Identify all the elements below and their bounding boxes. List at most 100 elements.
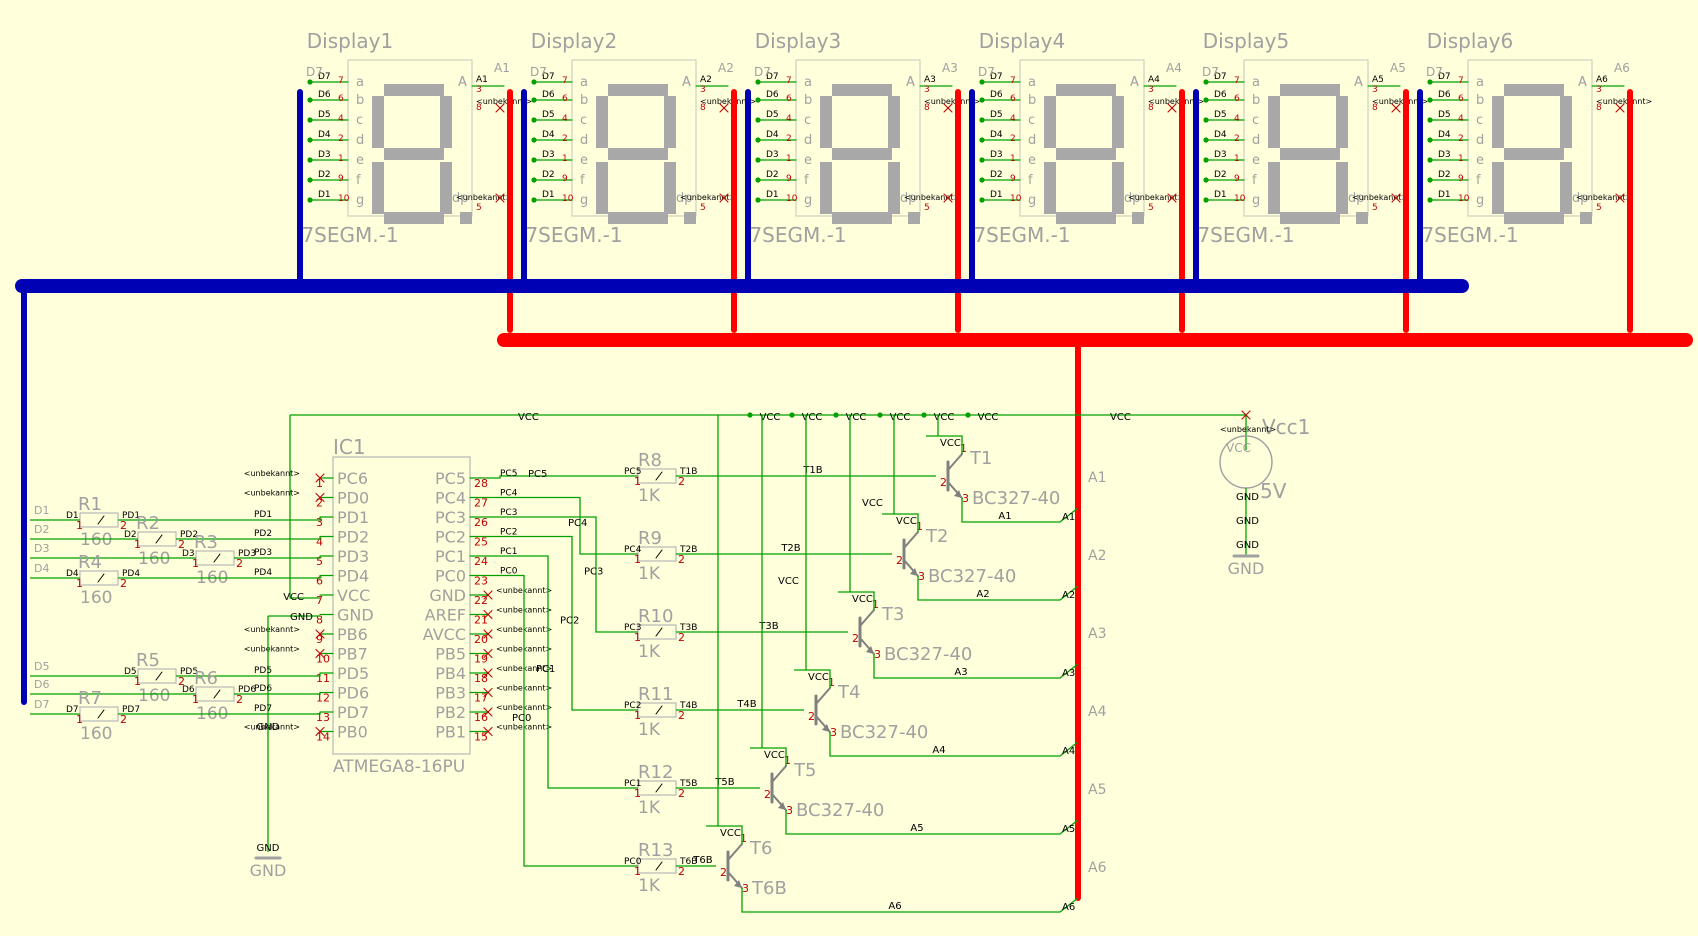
segment-pin-net: D6 — [990, 90, 1003, 100]
ic-right-pin-name: PB1 — [435, 723, 466, 742]
resistor-pin-number: 2 — [120, 577, 127, 590]
segment-pin-number: 2 — [1010, 134, 1016, 144]
resistor-check — [97, 709, 105, 719]
segment-g — [1504, 148, 1564, 160]
segment-label: a — [1252, 75, 1260, 90]
transistor-pin-number: 3 — [786, 804, 793, 817]
segment-label: c — [804, 113, 811, 128]
bus-entry-net: A5 — [1062, 824, 1075, 835]
segment-pin-net: D6 — [1214, 90, 1227, 100]
transistor-pin-number: 3 — [918, 570, 925, 583]
transistor-emitter — [947, 453, 963, 471]
anode-pin-net: A6 — [1596, 75, 1608, 85]
segment-label: f — [1476, 173, 1481, 188]
ic-right-pin-name: PB4 — [435, 664, 466, 683]
segment-pin-net: D4 — [318, 130, 331, 140]
segment-label: g — [356, 193, 364, 208]
ic-right-pin-number: 20 — [474, 633, 488, 646]
nc-cross — [1615, 103, 1625, 113]
segment-pin-net: D7 — [990, 72, 1003, 82]
junction-dot — [1203, 197, 1209, 203]
display-type: 7SEGM.-1 — [301, 223, 398, 247]
junction-dot — [1427, 117, 1433, 123]
segment-e — [1044, 162, 1056, 214]
segment-g — [1280, 148, 1340, 160]
display-type: 7SEGM.-1 — [1421, 223, 1518, 247]
pc-pin-net: PC5 — [500, 469, 517, 479]
segment-pin-net: D1 — [1438, 190, 1451, 200]
transistor-emitter — [859, 609, 875, 627]
resistor-in-net: D4 — [66, 569, 79, 579]
segment-f — [372, 96, 384, 148]
anode-label: A — [458, 75, 467, 90]
segment-c — [1112, 162, 1124, 214]
nc-cross-line — [315, 648, 325, 659]
transistor-part: BC327-40 — [928, 566, 1016, 587]
resistor-pin-number: 1 — [634, 709, 641, 722]
ic-right-pin-name: PC1 — [435, 547, 466, 566]
nc-label: <unbekannt> — [244, 489, 300, 498]
segment-label: f — [804, 173, 809, 188]
ic-right-pin-name: PB5 — [435, 645, 466, 664]
junction-dot — [979, 137, 985, 143]
junction-dot — [979, 157, 985, 163]
resistor-out-net: PD1 — [122, 511, 140, 521]
resistor-value: 160 — [80, 588, 112, 608]
segment-pin-number: 2 — [562, 134, 568, 144]
nc-cross — [483, 726, 493, 737]
anode2-pin-number: 8 — [700, 103, 706, 113]
segment-pin-net: D4 — [1438, 130, 1451, 140]
ic-left-pin-number: 11 — [316, 672, 330, 685]
pc-pin-net: PC4 — [500, 489, 518, 499]
resistor-check — [97, 573, 105, 583]
pc-net-label: PC1 — [536, 664, 555, 675]
dp-pin-number: 5 — [700, 203, 706, 213]
segment-label: f — [1252, 173, 1257, 188]
segment-pin-number: 10 — [1458, 194, 1470, 204]
anode-pin-number: 3 — [1596, 85, 1602, 95]
segment-pin-net: D6 — [542, 90, 555, 100]
resistor-body — [637, 858, 677, 874]
bus-entry-net: A3 — [1062, 668, 1075, 679]
display-name: Display5 — [1203, 29, 1289, 53]
ic-net-label: PD5 — [254, 666, 272, 676]
display-type: 7SEGM.-1 — [973, 223, 1070, 247]
ic-right-pin-number: 18 — [474, 672, 488, 685]
collector-wire — [917, 576, 1079, 601]
segment-label: b — [804, 93, 812, 108]
segment-dp — [460, 212, 472, 224]
dp-label: dp — [900, 191, 917, 206]
transistor-pin-number: 1 — [784, 754, 791, 767]
resistor-body — [637, 702, 677, 718]
ic-net-label: PD2 — [254, 529, 272, 539]
junction-dot — [1203, 117, 1209, 123]
resistor-pin-number: 1 — [76, 519, 83, 532]
anode2-pin-number: 8 — [924, 103, 930, 113]
segment-pin-net: D5 — [1438, 110, 1451, 120]
pc-net-label: PC0 — [512, 713, 531, 724]
segment-label: d — [580, 133, 588, 148]
anode-bus-tap-label: A5 — [1088, 782, 1106, 798]
transistor-arrow — [822, 724, 830, 732]
transistor-vcc-net: VCC — [896, 516, 917, 527]
supply-plus-note: VCC — [1226, 441, 1251, 455]
resistor-check — [655, 627, 663, 637]
junction-dot — [531, 97, 537, 103]
transistor-ref: T1 — [969, 448, 992, 469]
nc-label: <unbekannt> — [1128, 193, 1184, 202]
resistor-out-net: PD7 — [122, 705, 140, 715]
vcc-net-label: VCC — [846, 412, 867, 423]
supply-value: 5V — [1260, 479, 1287, 503]
vcc-net-label: VCC — [934, 412, 955, 423]
segment-pin-number: 7 — [338, 76, 344, 86]
segment-label: g — [1028, 193, 1036, 208]
resistor-pin-number: 2 — [120, 519, 127, 532]
junction-dot — [307, 137, 313, 143]
segment-pin-number: 2 — [1458, 134, 1464, 144]
resistor-out-net: PD5 — [180, 667, 198, 677]
